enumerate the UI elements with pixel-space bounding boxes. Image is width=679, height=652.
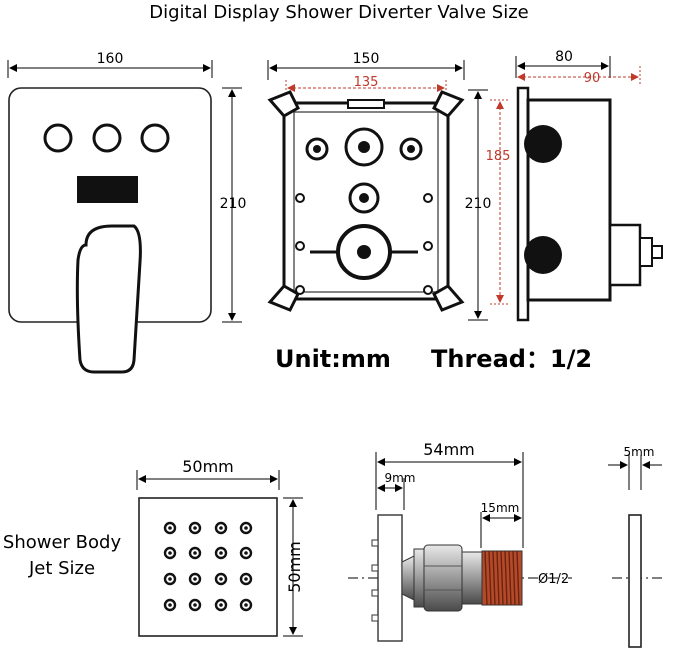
jet-plate-edge xyxy=(628,514,642,648)
box-width-label: 150 xyxy=(353,51,380,67)
jet-nozzle-hole xyxy=(193,603,197,607)
jet-nozzle-hole xyxy=(168,577,172,581)
front-width-label: 160 xyxy=(97,51,124,67)
side-port-upper xyxy=(524,125,562,163)
jet-width-label: 50mm xyxy=(182,457,234,476)
diagram-title: Digital Display Shower Diverter Valve Si… xyxy=(149,2,529,23)
jet-nozzle-hole xyxy=(168,526,172,530)
jet-thread-rib xyxy=(488,550,492,606)
diverter-button-3 xyxy=(140,123,170,153)
jet-caption-line2: Jet Size xyxy=(28,558,95,579)
jet-thread-rib xyxy=(508,550,512,606)
jet-nut xyxy=(413,548,425,608)
jet-nozzle-hole xyxy=(193,551,197,555)
diverter-button-2 xyxy=(92,123,122,153)
jet-thread-ribs xyxy=(484,550,520,606)
jet-plate-thickness-label: 5mm xyxy=(623,445,654,459)
side-cartridge-stem xyxy=(608,223,642,287)
jet-nozzle-hole xyxy=(219,577,223,581)
mount-ear-bottom-right xyxy=(432,284,465,312)
jet-side-plate xyxy=(377,514,403,642)
jet-nozzle-hole xyxy=(244,603,248,607)
jet-hex-body xyxy=(423,544,463,612)
jet-length-label: 54mm xyxy=(423,440,475,459)
jet-front-view: Shower Body Jet Size 50mm 50mm xyxy=(3,457,304,637)
jet-thread-rib xyxy=(500,550,504,606)
side-depth-red-label: 90 xyxy=(584,71,601,86)
valve-side-view: 80 90 xyxy=(515,49,663,322)
jet-thread-rib xyxy=(516,550,520,606)
unit-label: Unit:mm xyxy=(275,345,391,373)
jet-nozzle-hole xyxy=(193,577,197,581)
jet-thread-rib xyxy=(496,550,500,606)
mixer-handle xyxy=(75,224,142,374)
digital-display xyxy=(77,176,138,203)
jet-flange-label: 9mm xyxy=(384,471,415,485)
jet-side-view: 54mm 9mm 15mm Ø1/2 xyxy=(348,440,572,642)
side-depth-label: 80 xyxy=(555,49,573,65)
box-inner-width-label: 135 xyxy=(354,75,379,90)
jet-nozzle-hole xyxy=(219,551,223,555)
jet-nozzle-hole xyxy=(244,551,248,555)
jet-nozzle-hole xyxy=(168,603,172,607)
jet-nozzle-hole xyxy=(193,526,197,530)
jet-thread-rib xyxy=(512,550,516,606)
jet-nozzle-hole xyxy=(168,551,172,555)
jet-thread-rib xyxy=(492,550,496,606)
valve-box-view: 150 135 185 xyxy=(267,51,511,321)
jet-nozzle-hole xyxy=(244,526,248,530)
jet-plate xyxy=(138,497,278,637)
jet-plate-thickness-view: 5mm xyxy=(608,445,664,648)
front-panel-view: 160 210 xyxy=(7,51,247,374)
diverter-button-1 xyxy=(43,123,73,153)
jet-thread-rib xyxy=(484,550,488,606)
side-port-lower xyxy=(524,236,562,274)
box-inner-height-label: 185 xyxy=(486,149,511,164)
thread-label: Thread：1/2 xyxy=(431,345,592,373)
jet-height-label: 50mm xyxy=(285,541,304,593)
jet-nozzle-hole xyxy=(219,526,223,530)
mount-ear-top-left xyxy=(267,90,300,118)
jet-thread-rib xyxy=(504,550,508,606)
front-height-label: 210 xyxy=(220,196,247,212)
box-height-label: 210 xyxy=(465,196,492,212)
jet-nozzle-grid xyxy=(163,521,253,612)
jet-nozzle-hole xyxy=(244,577,248,581)
mount-ear-top-right xyxy=(432,90,465,118)
jet-thread-diameter-label: Ø1/2 xyxy=(538,572,569,587)
jet-caption-line1: Shower Body xyxy=(3,532,122,553)
jet-nozzle-hole xyxy=(219,603,223,607)
jet-thread-length-label: 15mm xyxy=(481,501,520,515)
